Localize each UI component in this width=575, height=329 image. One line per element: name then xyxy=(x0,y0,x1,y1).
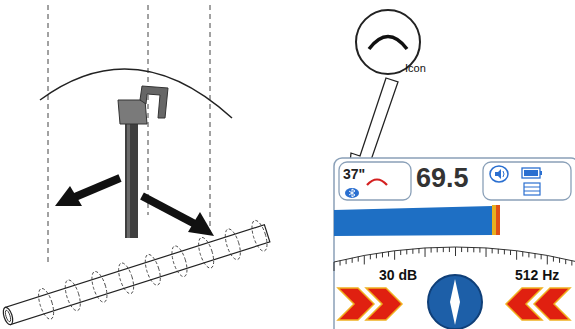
scale-tick xyxy=(370,254,371,259)
field-ring xyxy=(116,261,137,295)
field-ring xyxy=(62,278,83,312)
locator xyxy=(118,86,168,238)
movement-arrows xyxy=(55,178,214,236)
scale-tick xyxy=(412,249,413,254)
scale-tick xyxy=(425,248,426,257)
scale-tick xyxy=(388,252,389,257)
field-ring xyxy=(196,236,217,270)
scale-tick xyxy=(516,251,517,260)
scale-tick xyxy=(364,255,365,264)
scale-tick xyxy=(492,248,493,253)
scale-tick xyxy=(541,254,542,259)
field-ring xyxy=(142,253,163,287)
scale-tick xyxy=(455,247,456,256)
scale-tick xyxy=(467,247,468,252)
scale-tick xyxy=(528,252,529,257)
scale-tick xyxy=(535,253,536,258)
icon-label: Icon xyxy=(405,62,426,74)
guide-lines xyxy=(48,5,210,262)
scale-tick xyxy=(376,253,377,258)
scale-tick xyxy=(431,248,432,253)
scale-tick xyxy=(510,250,511,255)
signal-strength: 69.5 xyxy=(416,164,469,194)
field-ring xyxy=(169,244,190,278)
scale-tick xyxy=(334,262,335,271)
field-ring xyxy=(222,227,243,261)
field-ring xyxy=(249,219,270,253)
scale-tick xyxy=(504,249,505,254)
scale-tick xyxy=(553,257,554,262)
scale-tick xyxy=(571,261,572,266)
scale-tick xyxy=(486,248,487,257)
scale-tick xyxy=(449,247,450,252)
scale-tick xyxy=(479,248,480,253)
scale-tick xyxy=(394,251,395,260)
scale-tick xyxy=(382,252,383,257)
scale-tick xyxy=(547,255,548,264)
scale-tick xyxy=(406,249,407,254)
scale-tick xyxy=(340,261,341,266)
display-screen xyxy=(334,158,575,329)
scale-tick xyxy=(498,249,499,254)
field-ring xyxy=(36,287,57,321)
frequency-reading: 512 Hz xyxy=(515,268,559,283)
scale-tick xyxy=(346,259,347,264)
scale-tick xyxy=(358,257,359,262)
scale-tick xyxy=(461,247,462,252)
scale-tick xyxy=(559,258,560,263)
scale-tick xyxy=(565,259,566,264)
scale-tick xyxy=(443,247,444,252)
scale-tick xyxy=(352,258,353,263)
scale-tick xyxy=(473,247,474,252)
field-ring xyxy=(89,270,110,304)
depth-reading: 37" xyxy=(343,167,365,182)
scale-tick xyxy=(437,247,438,252)
scale-tick xyxy=(522,252,523,257)
scale-tick xyxy=(418,248,419,253)
gain-reading: 30 dB xyxy=(379,268,417,283)
scale-tick xyxy=(400,250,401,255)
